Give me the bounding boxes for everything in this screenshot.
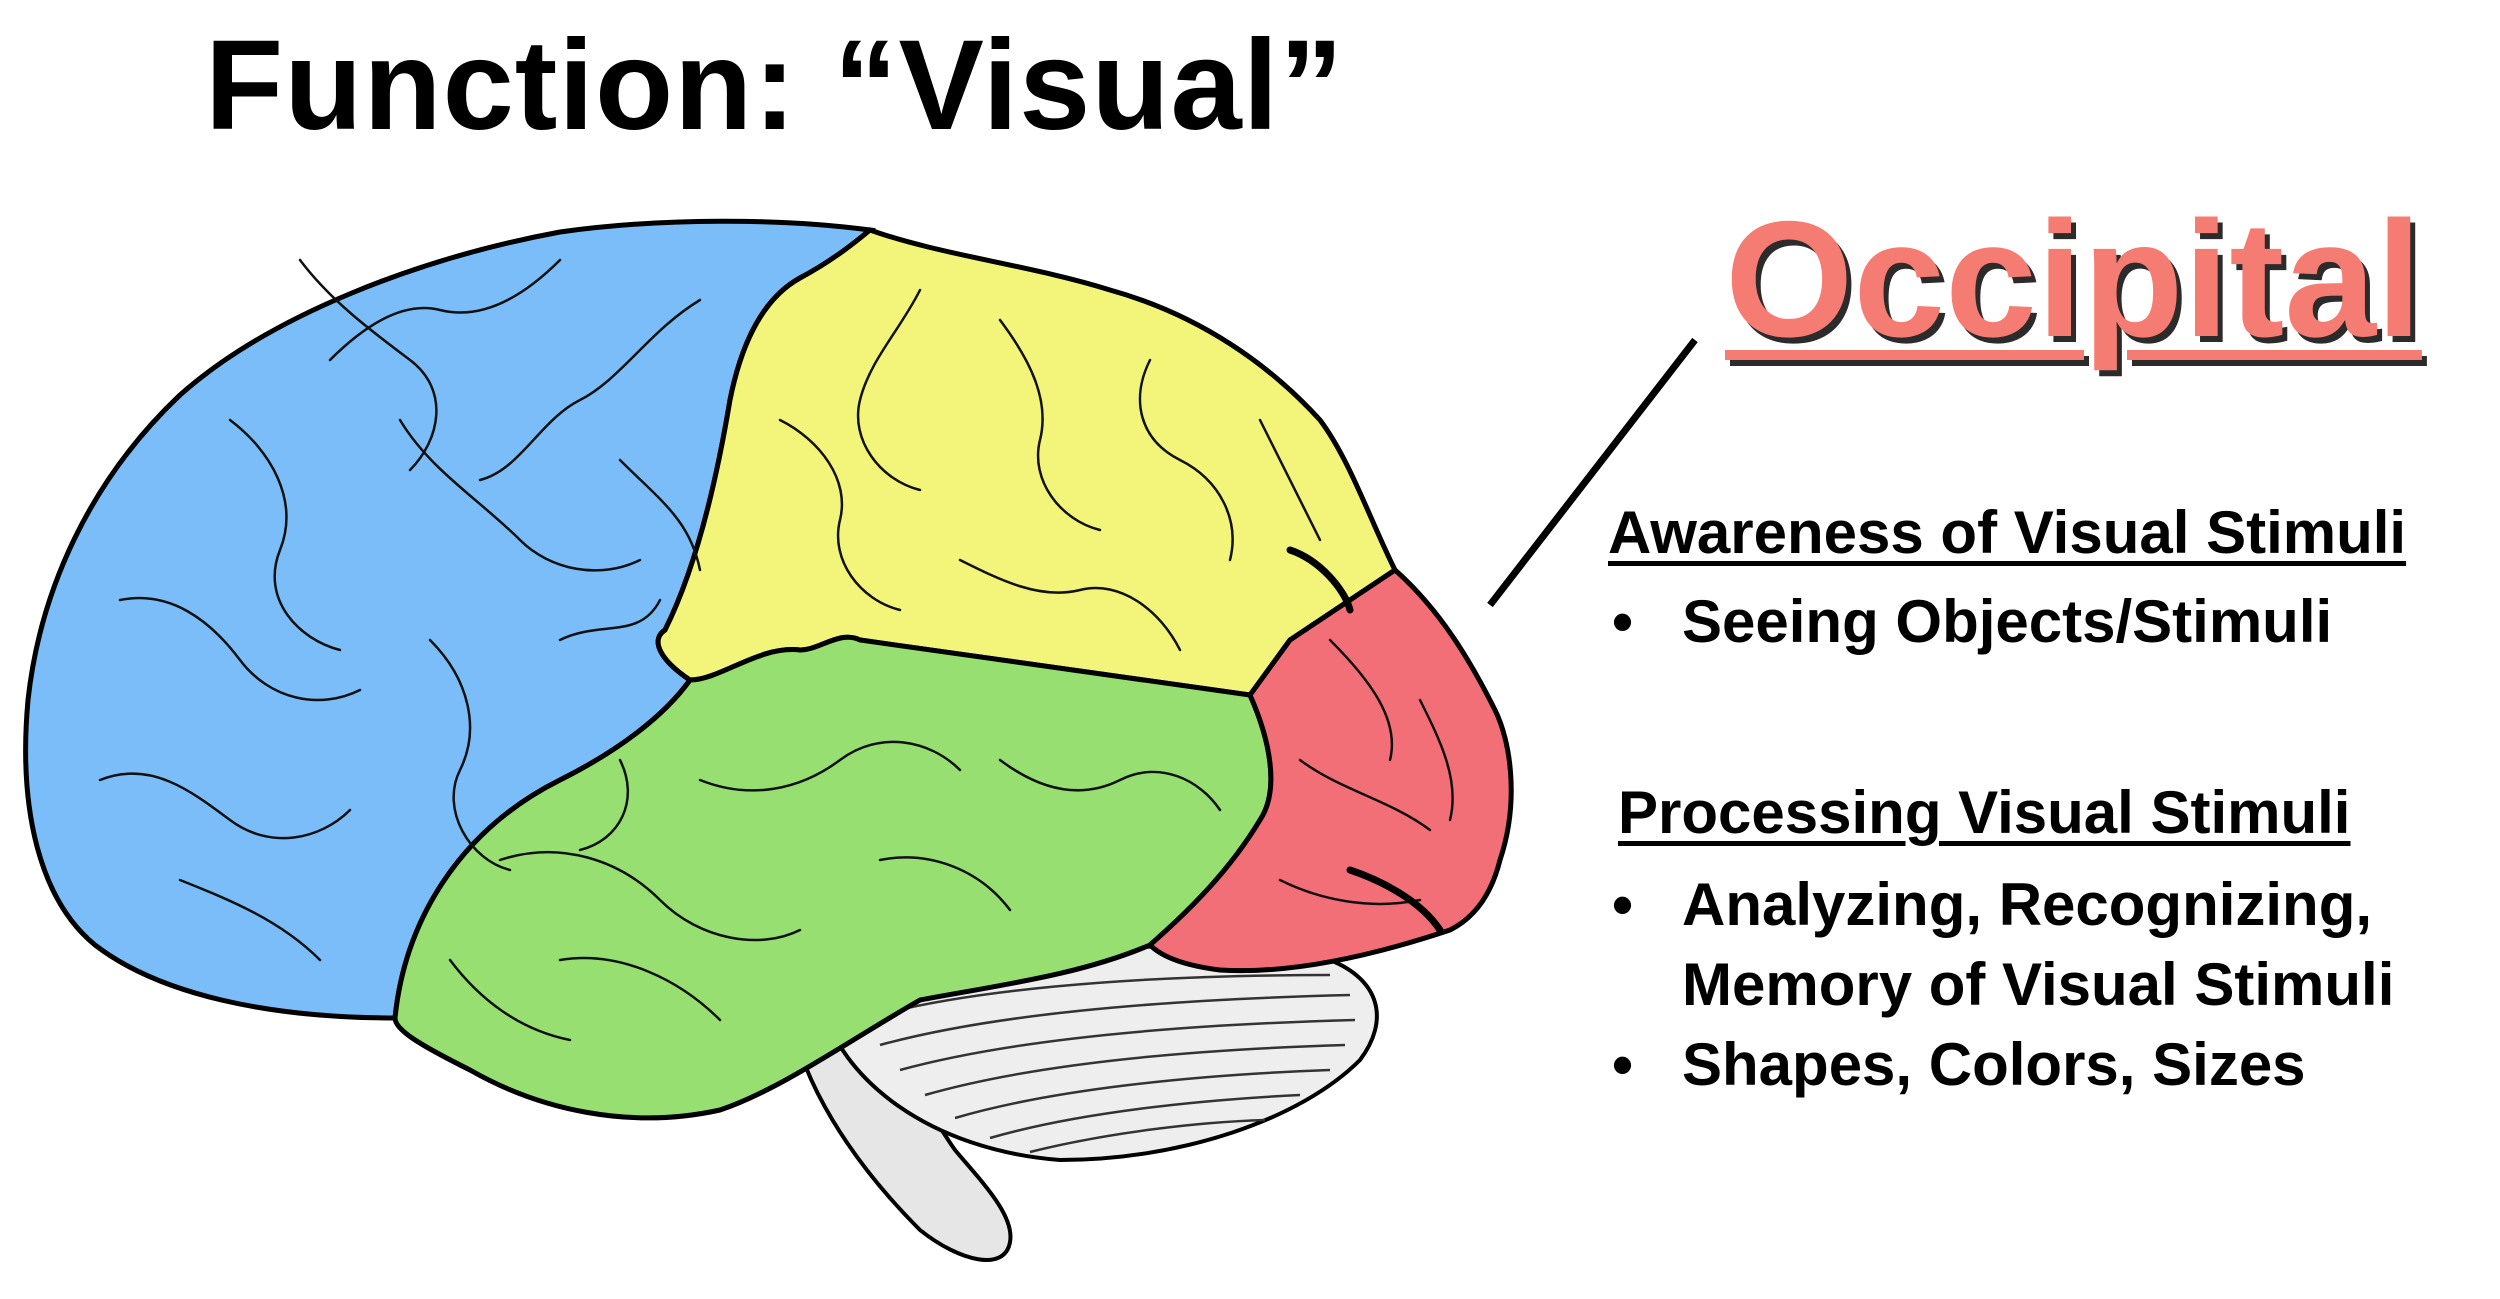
cerebellum-folds: [859, 973, 1356, 1154]
section-heading-awareness: Awareness of Visual Stimuli: [1608, 499, 2407, 566]
list-item: Memory of Visual Stimuli: [1682, 951, 2395, 1018]
occipital-lobe: [1146, 566, 1514, 974]
list-item: Analyzing, Recognizing,: [1612, 865, 2394, 945]
brain-gyri: [98, 258, 1454, 1042]
processing-bullets: Analyzing, Recognizing, Memory of Visual…: [1612, 865, 2394, 1105]
lobe-boundary-dotted: [859, 638, 1251, 697]
pointer-line: [1487, 337, 1698, 608]
awareness-bullets: Seeing Objects/Stimuli: [1612, 582, 2332, 662]
section-heading-processing: Processing Visual Stimuli: [1618, 779, 2351, 846]
list-item: Shapes, Colors, Sizes: [1612, 1025, 2394, 1105]
major-sulci: [1286, 546, 1444, 934]
lobe-name: Occipital: [1725, 187, 2422, 371]
list-item: Seeing Objects/Stimuli: [1612, 582, 2332, 662]
page-title: Function: “Visual”: [205, 14, 1345, 157]
